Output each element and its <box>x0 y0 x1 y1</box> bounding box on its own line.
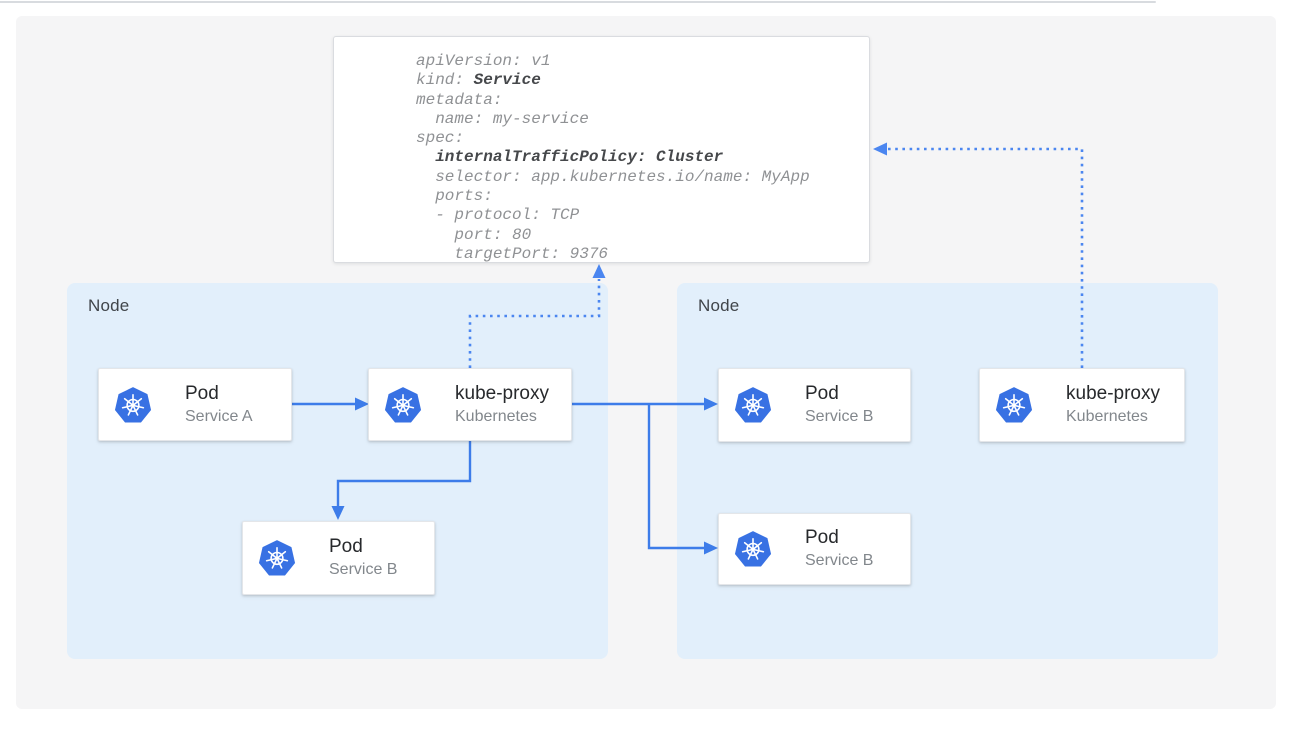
pod-service-b-left-card: Pod Service B <box>242 521 435 595</box>
card-title: kube-proxy <box>1066 383 1160 404</box>
card-subtitle: Kubernetes <box>455 407 537 425</box>
node-label: Node <box>698 296 740 315</box>
node-label: Node <box>88 296 130 315</box>
kubernetes-icon <box>384 386 422 424</box>
kubernetes-icon <box>114 386 152 424</box>
card-subtitle: Kubernetes <box>1066 408 1148 425</box>
kube-proxy-right-card: kube-proxy Kubernetes <box>979 368 1185 442</box>
node-box-right: Node <box>677 283 1218 659</box>
pod-service-a-card: Pod Service A <box>98 368 292 441</box>
card-title: kube-proxy <box>455 382 549 404</box>
kubernetes-icon <box>995 386 1033 424</box>
pod-service-b-right-card-1: Pod Service B <box>718 368 911 442</box>
card-title: Pod <box>805 383 839 404</box>
card-subtitle: Service B <box>805 552 874 569</box>
top-divider <box>0 1 1156 3</box>
card-title: Pod <box>805 527 839 548</box>
pod-service-b-right-card-2: Pod Service B <box>718 513 911 585</box>
kubernetes-icon <box>258 539 296 577</box>
card-subtitle: Service B <box>805 408 874 425</box>
node-box-left: Node <box>67 283 608 659</box>
card-title: Pod <box>329 536 363 557</box>
card-subtitle: Service B <box>329 561 398 578</box>
card-subtitle: Service A <box>185 407 253 425</box>
kubernetes-icon <box>734 530 772 568</box>
card-title: Pod <box>185 382 219 404</box>
kube-proxy-left-card: kube-proxy Kubernetes <box>368 368 572 441</box>
kubernetes-icon <box>734 386 772 424</box>
